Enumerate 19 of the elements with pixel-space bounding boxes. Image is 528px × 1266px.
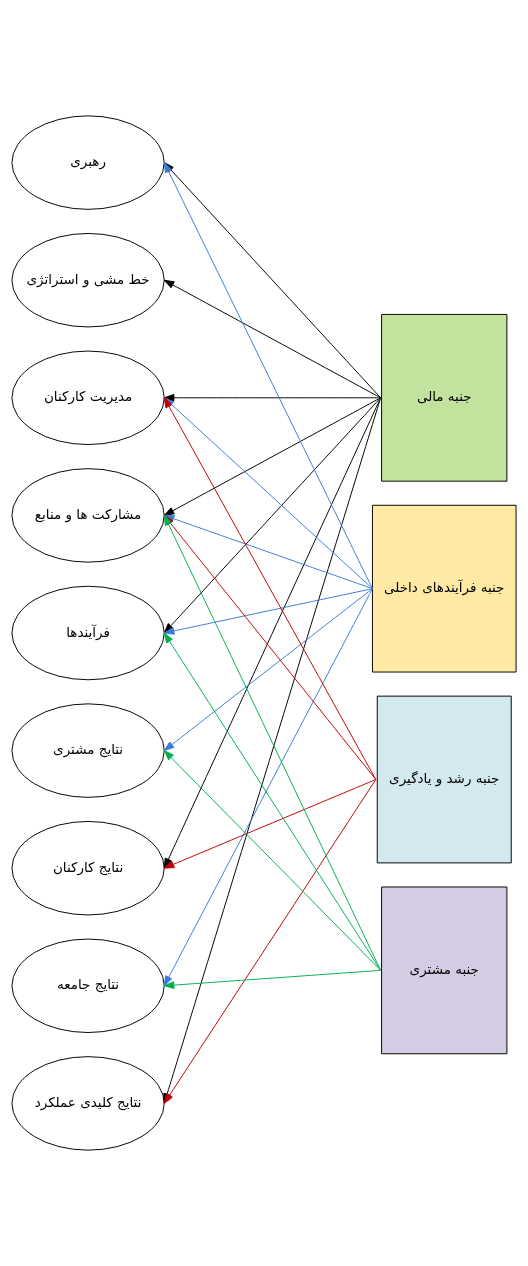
node-box: جنبه مالی: [381, 313, 508, 482]
node-ellipse: فرآیندها: [11, 585, 165, 681]
node-ellipse: نتایج کلیدی عملکرد: [11, 1056, 165, 1151]
node-ellipse: مشارکت ها و منابع: [11, 468, 165, 563]
node-box: جنبه رشد و یادگیری: [376, 695, 512, 864]
arrow: [163, 779, 377, 869]
node-ellipse: مدیریت کارکنان: [11, 350, 165, 446]
arrow: [163, 279, 382, 399]
arrow: [163, 632, 382, 971]
node-ellipse: رهبری: [11, 115, 165, 210]
arrow: [163, 393, 382, 402]
arrow: [163, 750, 382, 971]
node-box: جنبه مشتری: [381, 886, 508, 1055]
node-ellipse: خط مشی و استراتژی: [11, 232, 165, 328]
node-box: جنبه فرآیندهای داخلی: [371, 504, 517, 673]
node-ellipse: نتایج جامعه: [11, 938, 165, 1034]
node-ellipse: نتایج کارکنان: [11, 820, 165, 916]
node-ellipse: نتایج مشتری: [11, 703, 165, 798]
arrow: [163, 969, 382, 989]
